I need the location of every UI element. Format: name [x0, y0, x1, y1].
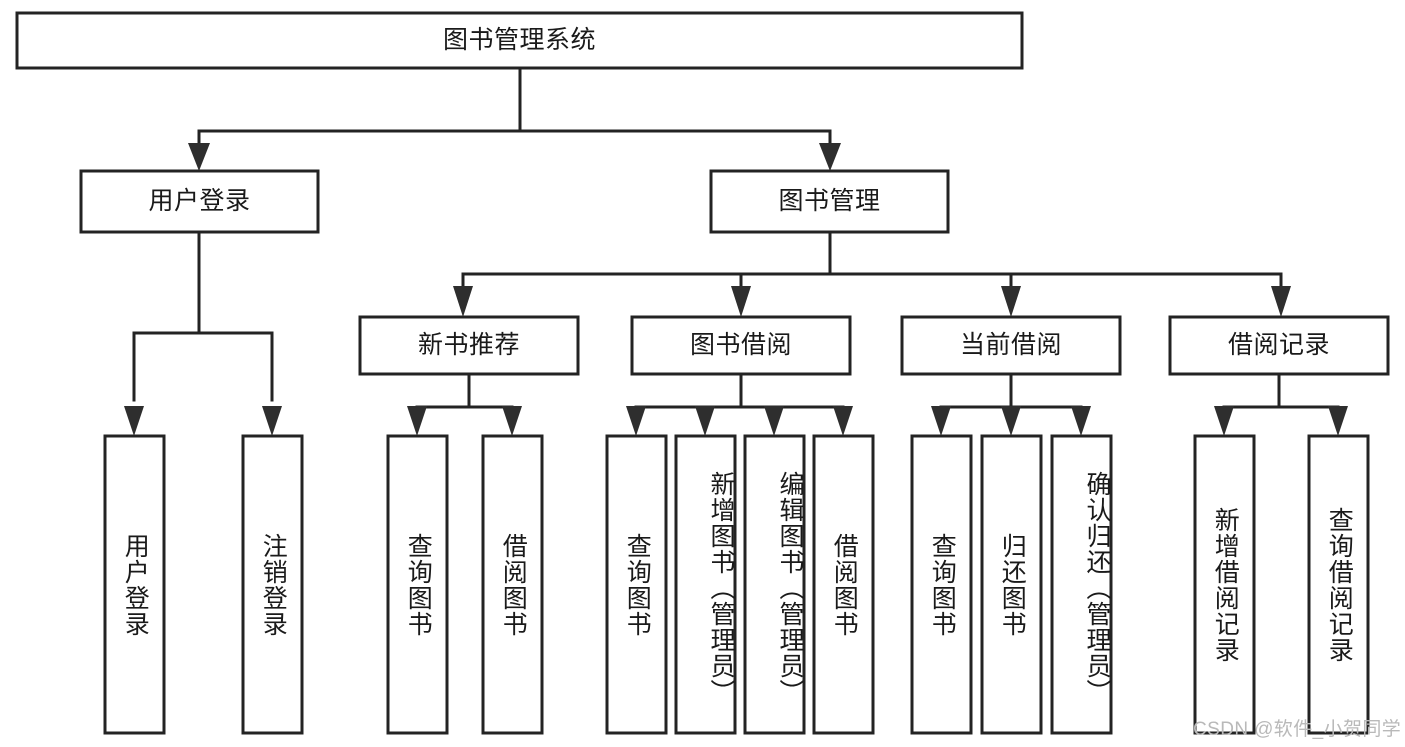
node-box-leaf-return-book[interactable]: [980, 434, 1043, 735]
arrow-bookmgmt-to-newbook: [453, 286, 473, 317]
arrow-current-leaf-1: [931, 406, 951, 436]
arrow-records-leaf-1: [1214, 406, 1234, 436]
arrow-root-to-user-login: [188, 143, 210, 171]
arrow-newbook-leaf-1: [407, 406, 427, 436]
node-box-book-borrow[interactable]: [630, 315, 852, 376]
node-box-root[interactable]: [15, 11, 1024, 70]
arrow-root-to-book-mgmt: [819, 143, 841, 171]
node-box-leaf-query-record[interactable]: [1307, 434, 1370, 735]
node-box-leaf-borrow-book-a[interactable]: [481, 434, 544, 735]
node-box-leaf-query-book-a[interactable]: [386, 434, 449, 735]
arrow-bookmgmt-to-records: [1271, 286, 1291, 317]
arrow-bookmgmt-to-current: [1001, 286, 1021, 317]
arrow-records-leaf-2: [1328, 406, 1348, 436]
arrow-userlogin-leaf-2: [262, 406, 282, 436]
arrow-borrow-leaf-4: [833, 406, 853, 436]
node-box-user-login[interactable]: [79, 169, 320, 234]
node-box-leaf-add-book[interactable]: [674, 434, 737, 735]
node-box-leaf-logout[interactable]: [241, 434, 304, 735]
node-box-borrow-records[interactable]: [1168, 315, 1390, 376]
arrow-bookmgmt-to-borrow: [731, 286, 751, 317]
arrow-newbook-leaf-2: [502, 406, 522, 436]
node-box-leaf-query-book-c[interactable]: [910, 434, 973, 735]
node-box-leaf-edit-book[interactable]: [743, 434, 806, 735]
node-box-current-borrow[interactable]: [900, 315, 1122, 376]
arrow-borrow-leaf-3: [764, 406, 784, 436]
node-box-leaf-confirm-return[interactable]: [1050, 434, 1113, 735]
node-box-leaf-borrow-book-b[interactable]: [812, 434, 875, 735]
arrow-borrow-leaf-2: [695, 406, 715, 436]
arrow-current-leaf-3: [1071, 406, 1091, 436]
node-box-group: [15, 11, 1390, 735]
node-box-new-book-recommend[interactable]: [358, 315, 580, 376]
node-box-leaf-user-login[interactable]: [103, 434, 166, 735]
arrow-current-leaf-2: [1001, 406, 1021, 436]
node-box-leaf-add-record[interactable]: [1193, 434, 1256, 735]
arrow-userlogin-leaf-1: [124, 406, 144, 436]
arrow-borrow-leaf-1: [626, 406, 646, 436]
node-box-leaf-query-book-b[interactable]: [605, 434, 668, 735]
connector-group: [124, 66, 1348, 436]
node-box-book-management[interactable]: [709, 169, 950, 234]
